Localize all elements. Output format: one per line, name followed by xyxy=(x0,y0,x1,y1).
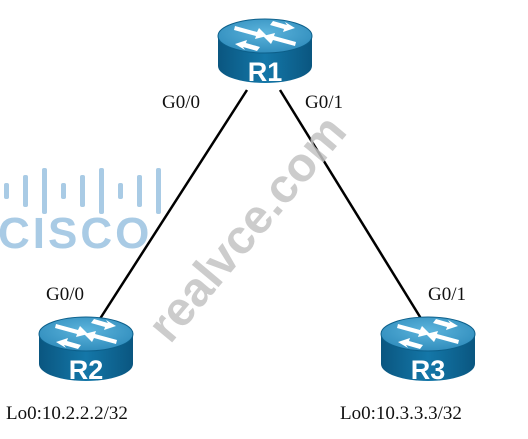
router-r1-label: R1 xyxy=(248,57,283,87)
cisco-logo: CISCO xyxy=(0,168,161,258)
link-r1-r3 xyxy=(278,89,427,326)
r1-interface-g0-1: G0/1 xyxy=(305,92,343,113)
r2-loopback: Lo0:10.2.2.2/32 xyxy=(6,403,128,424)
link-r1-r2 xyxy=(94,89,249,326)
r1-interface-g0-0: G0/0 xyxy=(162,92,200,113)
r3-interface-g0-1: G0/1 xyxy=(428,284,466,305)
router-r2-label: R2 xyxy=(69,355,104,385)
r3-loopback: Lo0:10.3.3.3/32 xyxy=(340,403,462,424)
watermark-text: realvce.com xyxy=(138,105,357,352)
svg-text:CISCO: CISCO xyxy=(0,209,152,258)
router-r2: R2 xyxy=(38,316,134,385)
router-r3: R3 xyxy=(380,316,476,385)
r2-interface-g0-0: G0/0 xyxy=(46,284,84,305)
router-r1: R1 xyxy=(217,18,313,87)
router-r3-label: R3 xyxy=(411,355,446,385)
